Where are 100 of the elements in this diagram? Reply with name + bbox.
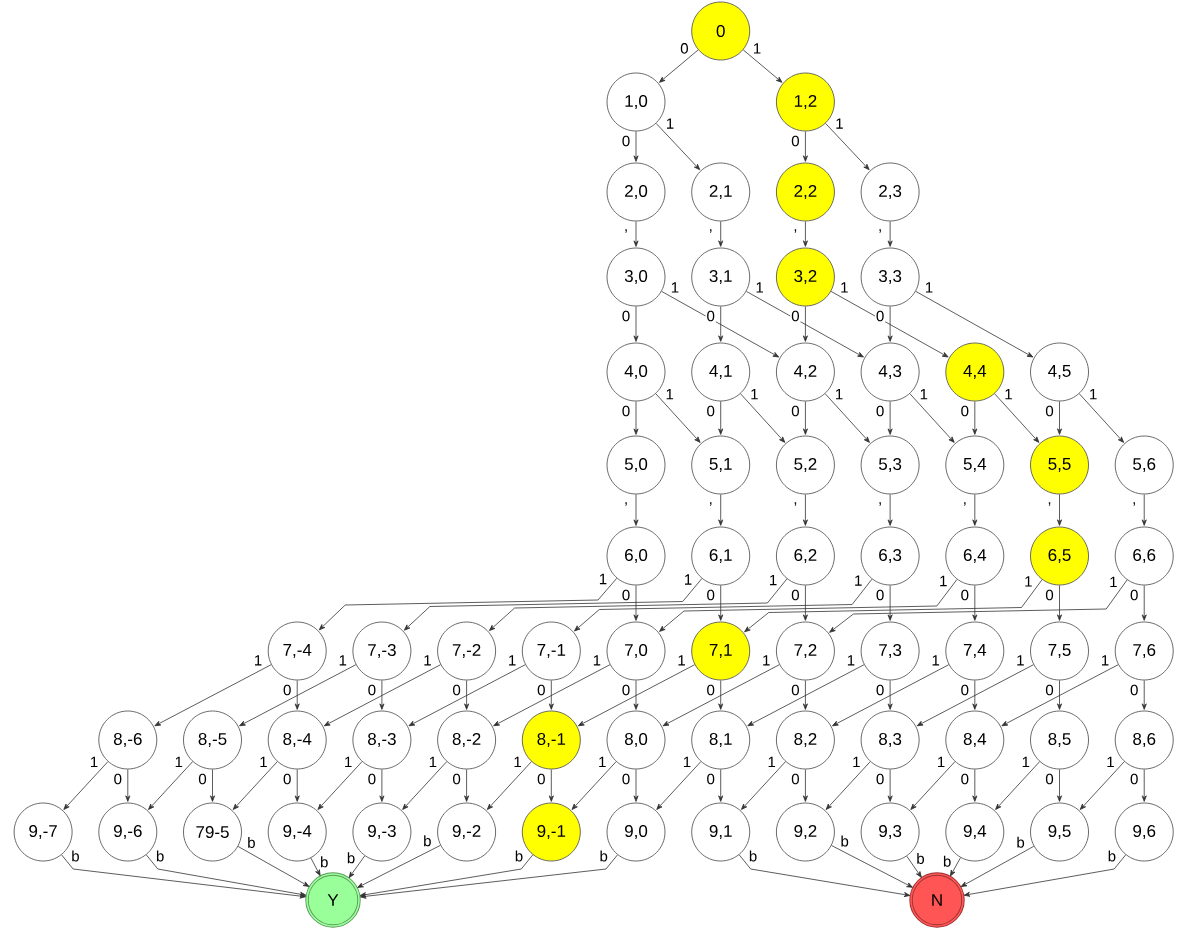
edge-label: 0 <box>366 772 378 786</box>
edge-label: 0 <box>1129 772 1140 786</box>
edge-label: , <box>707 501 714 507</box>
arrow <box>950 857 961 877</box>
edge-label: 1 <box>1003 387 1014 401</box>
arrow <box>746 291 864 358</box>
arrow <box>802 131 808 162</box>
edge-label: 1 <box>173 755 184 769</box>
edge-label: 0 <box>451 683 462 697</box>
edge-label: , <box>792 228 799 234</box>
arrow <box>829 579 1128 633</box>
edge-label: 1 <box>766 755 777 769</box>
arrow <box>972 494 978 526</box>
edge-label: 0 <box>874 309 886 323</box>
arrow <box>360 854 618 899</box>
arrow <box>125 769 131 802</box>
edge-label: , <box>622 228 630 234</box>
edge-label: 1 <box>751 42 763 55</box>
edge-label: 1 <box>422 654 433 667</box>
arrow <box>887 585 893 621</box>
edge-label: 1 <box>1099 654 1111 667</box>
arrow <box>887 769 893 802</box>
arrow <box>718 401 724 435</box>
arrow <box>662 664 780 727</box>
edge-label: , <box>622 501 630 507</box>
edge-label: 0 <box>536 683 547 697</box>
edge-label: b <box>839 834 850 848</box>
arrow <box>909 393 955 443</box>
arrow <box>232 761 278 810</box>
edge-label: 1 <box>506 654 518 667</box>
edge-label: 1 <box>851 755 862 769</box>
arrow <box>718 306 724 342</box>
arrow <box>802 221 808 247</box>
arrow <box>742 49 783 83</box>
arrow <box>63 761 109 810</box>
edge-label: 0 <box>790 309 801 323</box>
edge-label: 1 <box>935 755 947 769</box>
arrow <box>825 761 871 810</box>
arrow <box>210 769 215 802</box>
arrow <box>1078 393 1124 443</box>
arrow <box>995 761 1040 810</box>
arrow <box>910 761 956 810</box>
edge-label: 0 <box>620 683 632 697</box>
arrow <box>633 680 639 710</box>
arrow <box>548 680 554 710</box>
arrow <box>830 291 949 358</box>
edge-label: 0 <box>1129 588 1140 602</box>
edge-label: 0 <box>1044 683 1055 697</box>
arrow <box>659 579 958 632</box>
arrow <box>1057 494 1062 526</box>
arrow <box>655 123 701 171</box>
arrow <box>802 585 808 621</box>
arrow <box>916 664 1034 727</box>
arrow <box>718 680 724 710</box>
arrow <box>718 494 724 526</box>
edge-label: 0 <box>790 588 801 602</box>
edge-label: 0 <box>874 404 886 418</box>
arrow <box>633 401 639 435</box>
edge-label: 0 <box>366 683 378 697</box>
edge-label: 0 <box>705 683 716 697</box>
arrow <box>408 664 526 727</box>
edge-label: 1 <box>337 654 348 667</box>
edge-label: 0 <box>790 134 801 148</box>
arrow <box>655 393 701 443</box>
edge-label: 0 <box>705 309 716 323</box>
arrow <box>656 761 702 810</box>
arrow <box>1057 585 1062 621</box>
edge-label: 1 <box>834 117 845 130</box>
edge-label: , <box>877 501 884 507</box>
edge-label: 1 <box>681 755 693 769</box>
arrow <box>887 306 893 342</box>
arrow <box>379 769 385 802</box>
arrow <box>661 291 780 358</box>
arrow <box>359 854 534 898</box>
arrow <box>802 494 808 526</box>
edge-label: 1 <box>591 654 602 667</box>
arrow <box>1057 401 1062 435</box>
edge-label: 1 <box>754 281 765 294</box>
edge-label: 0 <box>620 309 632 323</box>
edge-label: 0 <box>620 404 632 418</box>
edge-label: 1 <box>930 654 941 667</box>
arrow <box>239 664 357 727</box>
edge-label: , <box>707 228 714 234</box>
edge-label: 1 <box>669 281 681 294</box>
arrow <box>741 761 786 810</box>
edge-label: 0 <box>282 683 293 697</box>
arrow <box>237 846 310 887</box>
edge-label: 1 <box>749 387 760 401</box>
edge-label: 0 <box>959 404 970 418</box>
edge-label: 1 <box>88 755 100 769</box>
edge-label: 0 <box>959 772 970 786</box>
arrow <box>310 857 321 876</box>
arrow <box>633 306 639 342</box>
edge-label: 0 <box>959 683 970 697</box>
arrow <box>1141 680 1147 710</box>
arrow <box>464 680 470 710</box>
arrow <box>1079 761 1125 810</box>
arrow <box>548 769 554 802</box>
edge-label: 1 <box>1105 755 1116 769</box>
edge-label: 0 <box>620 772 632 786</box>
